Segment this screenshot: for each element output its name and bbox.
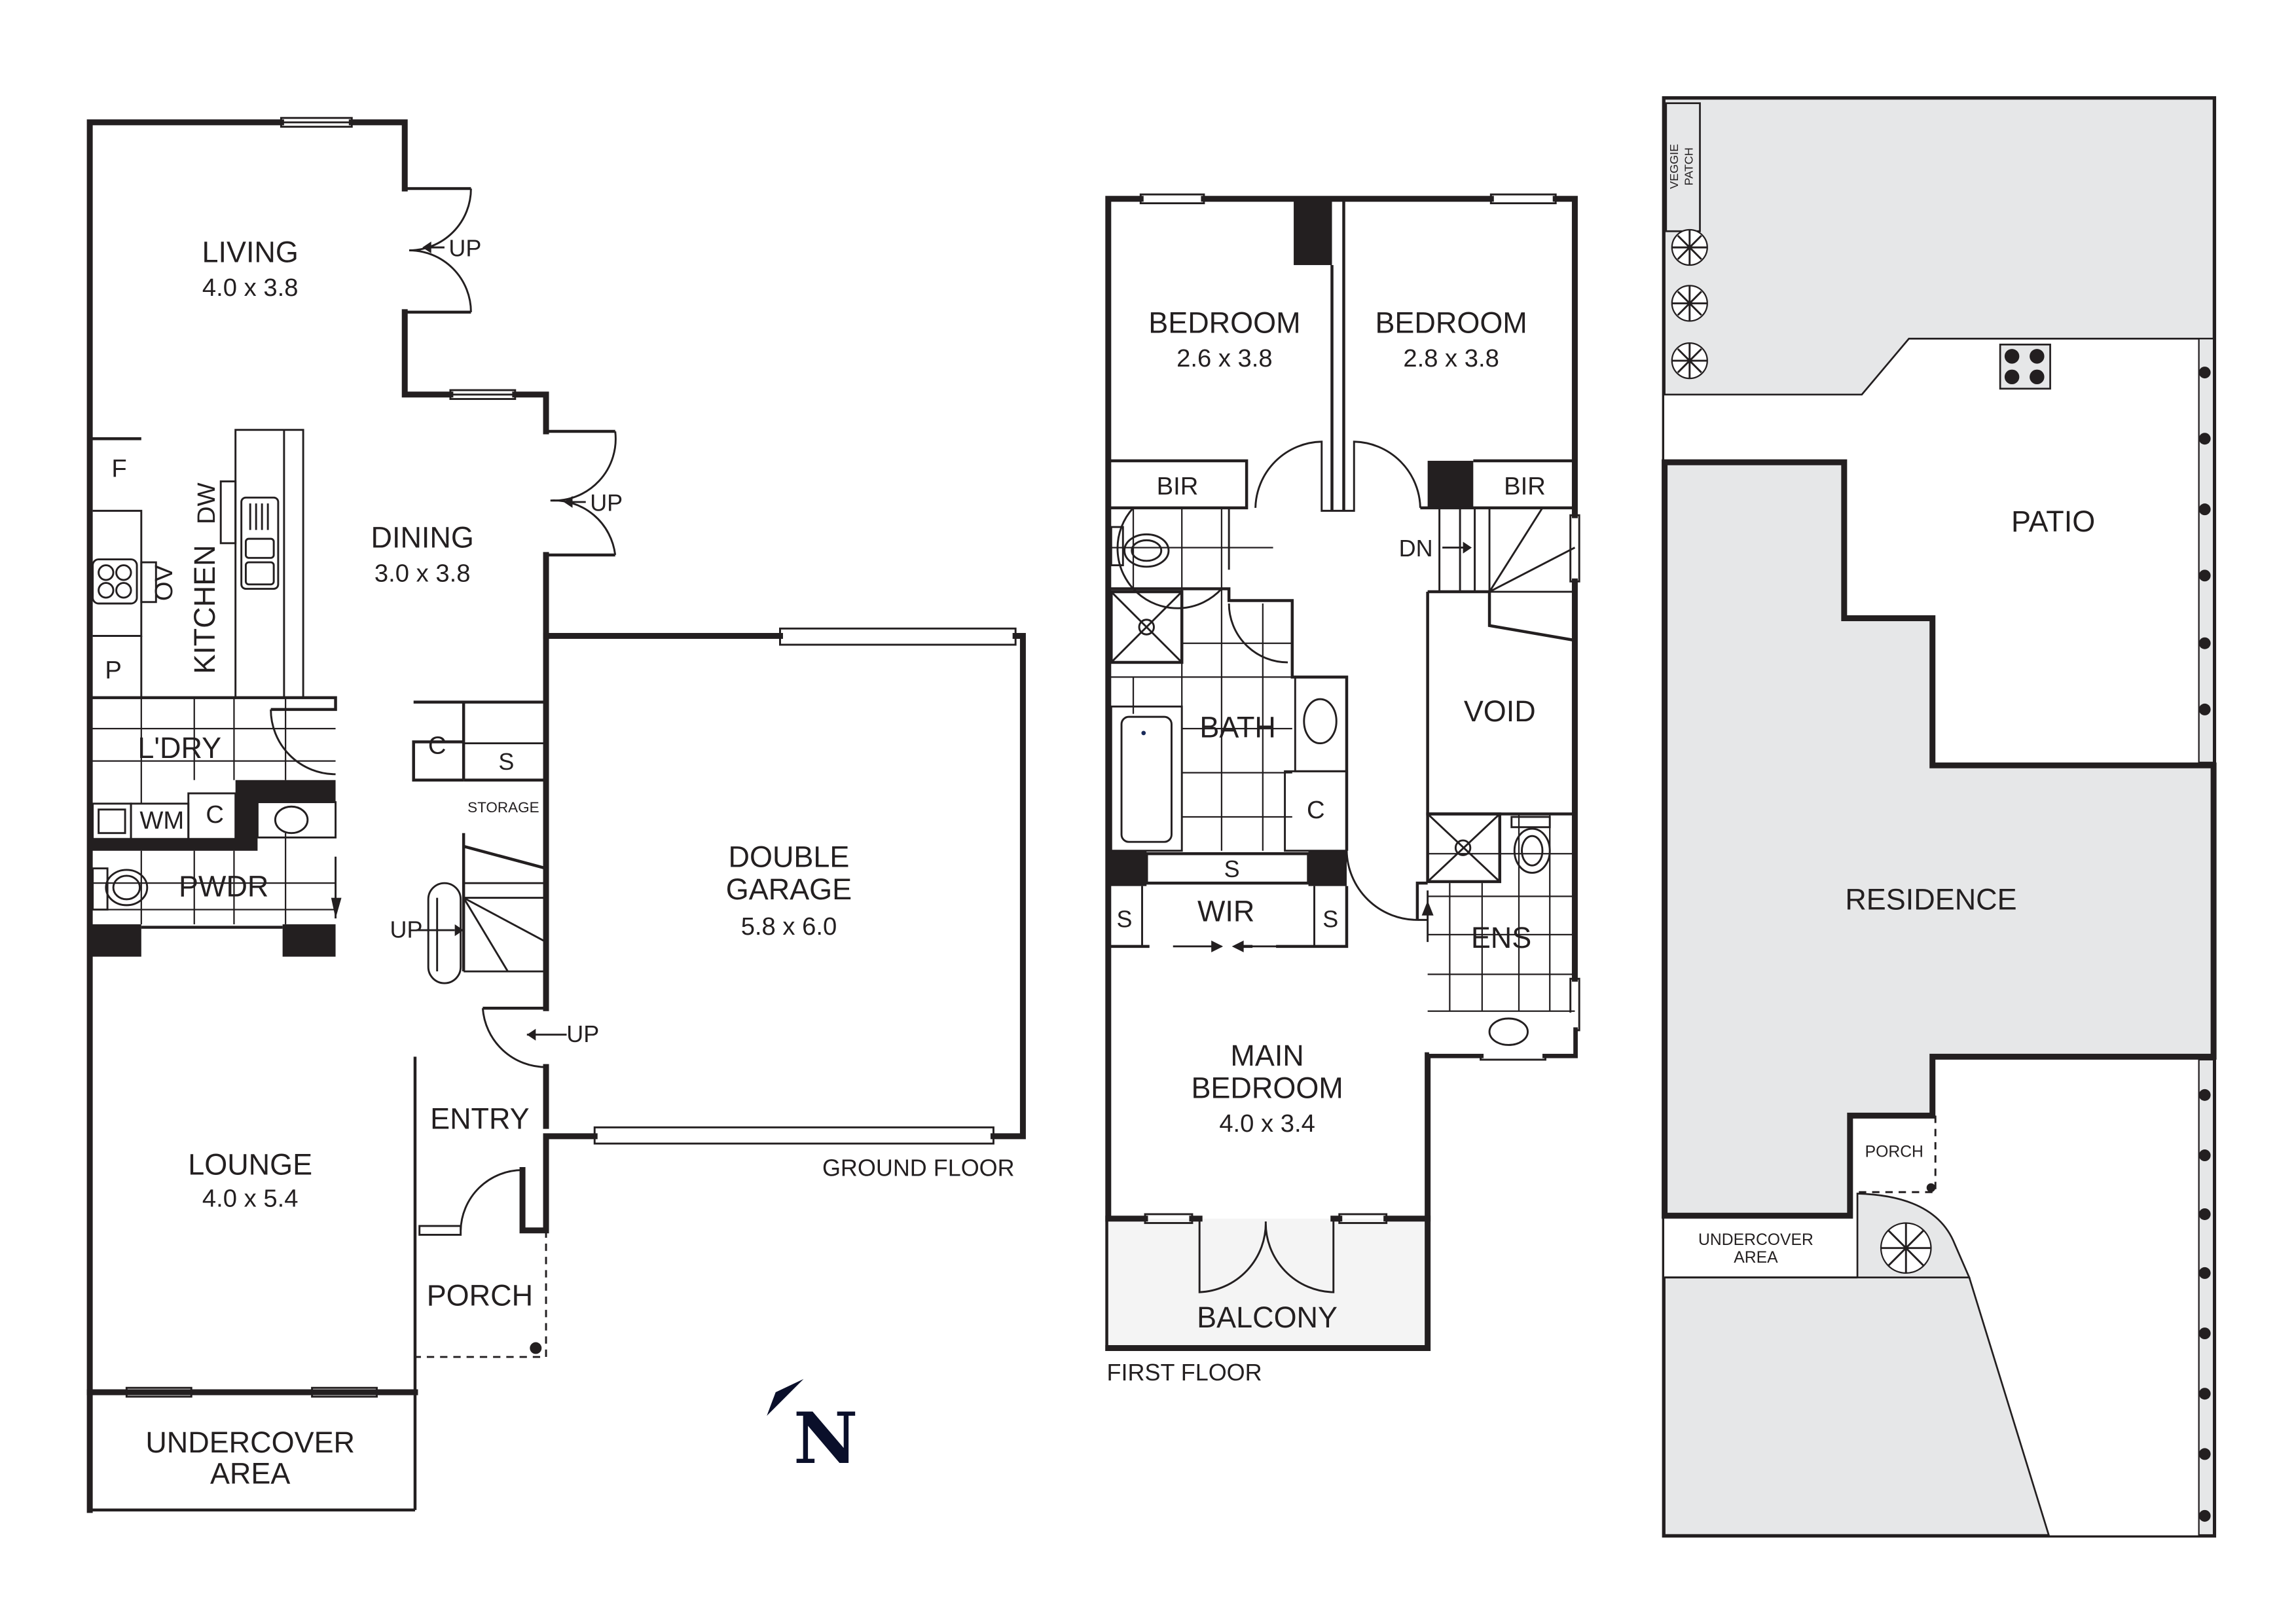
north-arrow-icon [767,1379,804,1416]
hedge-shrubs [2198,367,2211,1522]
storage-label: STORAGE [467,799,539,816]
tree-icon [1671,342,1708,380]
bath-label: BATH [1199,711,1276,744]
tree-icon [1671,228,1708,266]
first-floor-label: FIRST FLOOR [1107,1359,1262,1386]
ensuite: ENS [1415,812,1575,1054]
ground-floor-label: GROUND FLOOR [822,1155,1015,1181]
laundry-powder: L'DRY WM C PWDR [90,696,342,957]
tree-icon [1880,1222,1932,1274]
up-entry-label: UP [566,1020,599,1047]
down-stairs-label: DN [1399,535,1433,562]
dining-dims: 3.0 x 3.8 [374,559,471,587]
lounge-label: LOUNGE [188,1147,312,1181]
french-door-dining [546,429,617,557]
window [280,117,353,128]
patio-label: PATIO [2011,505,2095,538]
garage-door [593,1126,994,1145]
bath-cupboard-label: C [1307,796,1325,824]
kitchen-label: KITCHEN [188,545,221,674]
wir-shelf-top: S [1224,856,1240,882]
main-bedroom-label-1: MAIN [1230,1039,1303,1072]
storage-cupboard-label: C [428,731,446,759]
north-compass: N [767,1379,858,1480]
stairs-ground: C S STORAGE UP [390,700,547,984]
living-dims: 4.0 x 3.8 [202,274,299,302]
undercover-label-1: UNDERCOVER [145,1426,355,1459]
wir-shelf-right: S [1322,906,1338,933]
garage-dims: 5.8 x 6.0 [741,912,837,941]
planter-icon [1999,344,2051,390]
first-floor-stairs: DN [1399,507,1576,642]
entry-label: ENTRY [430,1102,530,1136]
bir-left-label: BIR [1157,473,1199,501]
oven-label: OV [150,564,178,601]
main-bedroom-label-2: BEDROOM [1191,1071,1343,1104]
site-plan: VEGGIE PATCH PATIO RESIDENCE PORCH UNDER… [1662,96,2217,1538]
up-living-label: UP [448,234,481,261]
site-porch-label: PORCH [1865,1143,1923,1161]
north-letter: N [793,1397,858,1480]
undercover-label-2: AREA [210,1456,290,1490]
kitchen: F DW OV KITCHEN P [90,429,304,699]
wir-label: WIR [1197,895,1254,928]
up-stairs-label: UP [390,916,422,943]
porch-label: PORCH [427,1278,533,1312]
dishwasher-label: DW [192,482,221,524]
ensuite-label: ENS [1471,921,1531,954]
wir-shelf-left: S [1117,906,1133,933]
tree-icon [1671,285,1708,322]
cupboard-label: C [206,801,224,829]
void-label: VOID [1464,694,1536,728]
entry: UP ENTRY PORCH [413,1006,599,1510]
lounge-dims: 4.0 x 5.4 [202,1185,299,1213]
site-undercover-label-2: AREA [1734,1249,1778,1267]
up-dining-label: UP [590,489,623,516]
french-door-living [405,187,472,314]
site-undercover-label-1: UNDERCOVER [1698,1231,1813,1249]
storage-shelf-label: S [498,748,514,775]
bedroom2-dims: 2.6 x 3.8 [1176,344,1273,372]
bedroom3-dims: 2.8 x 3.8 [1403,344,1499,372]
garage-window [779,627,1017,646]
garage-label-2: GARAGE [726,873,852,906]
veggie-label-2: PATCH [1682,147,1695,185]
bedroom2-label: BEDROOM [1148,306,1300,339]
first-floor-plan: BIR BIR [1105,193,1580,1386]
window [449,389,517,400]
ground-floor-plan: F DW OV KITCHEN P [86,117,1026,1513]
washing-machine-label: WM [139,806,184,835]
pantry-label: P [105,657,121,685]
garage-label-1: DOUBLE [729,840,850,873]
bedroom3-label: BEDROOM [1375,306,1527,339]
residence-label: RESIDENCE [1845,883,2016,916]
walk-in-robe: S S S WIR [1106,850,1417,952]
balcony-label: BALCONY [1197,1301,1338,1334]
living-label: LIVING [202,235,298,268]
dining-label: DINING [371,521,474,554]
powder-label: PWDR [179,869,268,903]
fridge-label: F [111,455,126,483]
veggie-label-1: VEGGIE [1667,144,1681,189]
bathroom: BATH C [1108,507,1349,852]
main-bedroom-dims: 4.0 x 3.4 [1219,1109,1315,1138]
laundry-label: L'DRY [137,731,221,765]
bir-right-label: BIR [1504,473,1546,501]
